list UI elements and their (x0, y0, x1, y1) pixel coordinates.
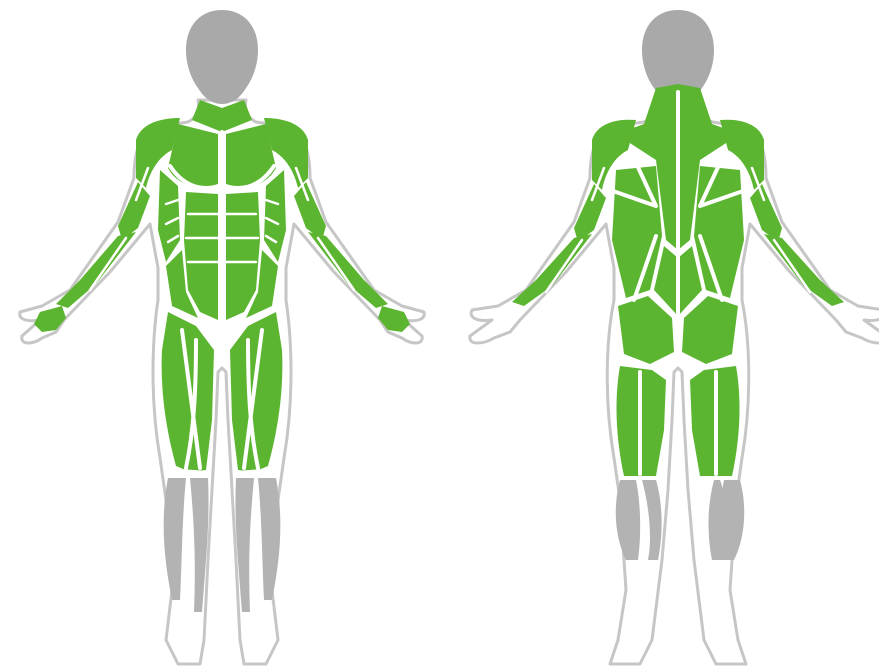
front-knee-lines (176, 470, 268, 472)
front-body-figure (20, 10, 425, 664)
front-right-forearm (308, 232, 388, 308)
front-left-forearm (56, 232, 136, 308)
back-body-figure (470, 10, 879, 664)
back-right-calf (720, 480, 744, 560)
back-left-calf (616, 480, 640, 560)
front-head (186, 10, 258, 104)
